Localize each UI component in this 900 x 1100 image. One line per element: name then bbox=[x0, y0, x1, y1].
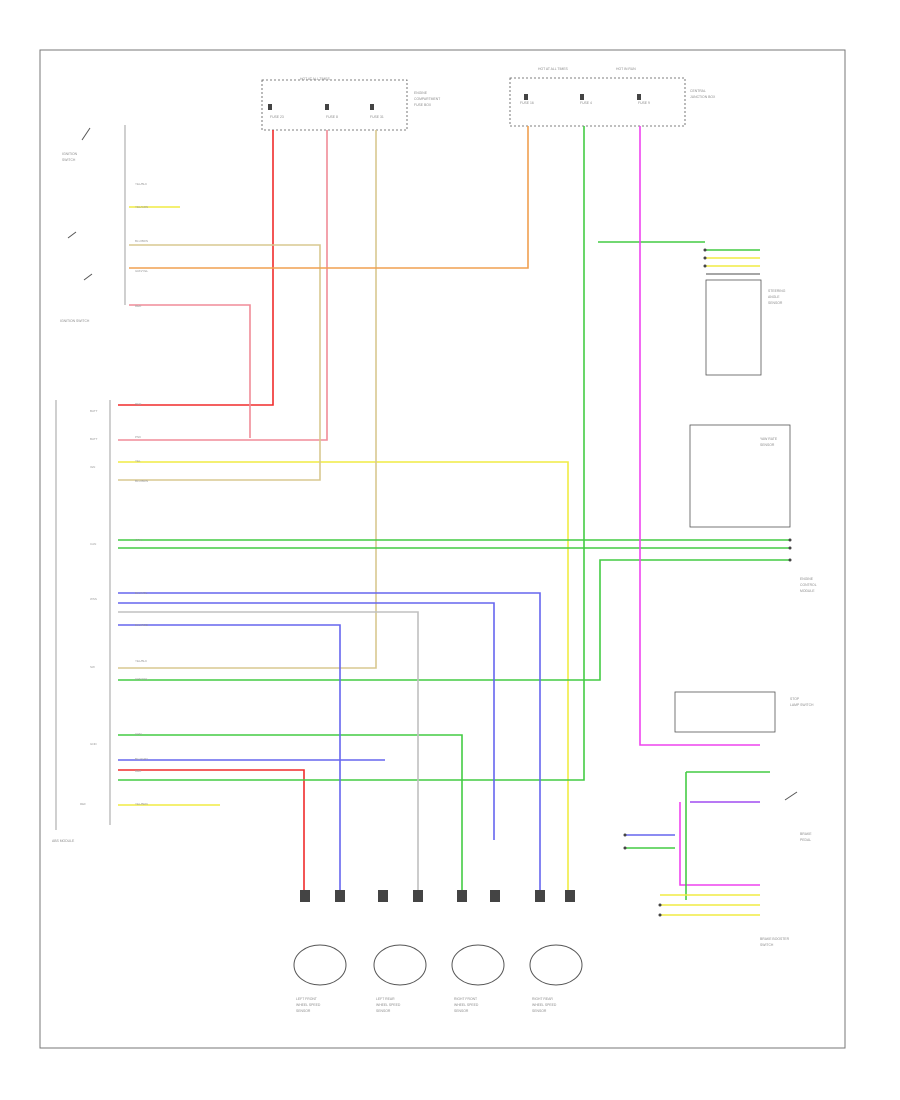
svg-text:ENGINE: ENGINE bbox=[800, 577, 814, 581]
yaw-rate-sensor: YAW RATE SENSOR ENGINE CONTROL MODULE bbox=[689, 424, 817, 593]
svg-text:RED: RED bbox=[135, 402, 142, 406]
svg-text:PEDAL: PEDAL bbox=[800, 838, 811, 842]
stop-lamp-switch: STOP LAMP SWITCH BRAKE PEDAL BRAKE BOOST… bbox=[674, 691, 814, 947]
fuse-8-icon bbox=[325, 104, 329, 110]
svg-text:COMPARTMENT: COMPARTMENT bbox=[414, 97, 440, 101]
svg-text:SENSOR: SENSOR bbox=[376, 1009, 391, 1013]
svg-text:FUSE 23: FUSE 23 bbox=[270, 115, 284, 119]
svg-text:BATT: BATT bbox=[90, 409, 98, 413]
svg-text:BLU/BRN: BLU/BRN bbox=[135, 479, 148, 483]
svg-text:RIGHT FRONT: RIGHT FRONT bbox=[454, 997, 477, 1001]
svg-text:HOT IN RUN: HOT IN RUN bbox=[616, 67, 636, 71]
wire-color-labels: YEL/BLK YEL/GRN BLU/BRN GRN/YEL RED RED … bbox=[135, 182, 149, 806]
svg-text:SENSOR: SENSOR bbox=[296, 1009, 311, 1013]
svg-text:GRN/YEL: GRN/YEL bbox=[135, 677, 149, 681]
svg-text:MODULE: MODULE bbox=[800, 589, 815, 593]
svg-text:LEFT FRONT: LEFT FRONT bbox=[296, 997, 317, 1001]
svg-text:STEERING: STEERING bbox=[768, 289, 786, 293]
svg-text:RIGHT REAR: RIGHT REAR bbox=[532, 997, 553, 1001]
svg-text:CENTRAL: CENTRAL bbox=[690, 89, 706, 93]
svg-text:BATT: BATT bbox=[90, 437, 98, 441]
svg-text:LAMP SWITCH: LAMP SWITCH bbox=[790, 703, 814, 707]
brake-fluid-sensor: STEERING ANGLE SENSOR bbox=[705, 279, 786, 376]
wheel-sensor-right-front: RIGHT FRONT WHEEL SPEED SENSOR bbox=[451, 890, 505, 1013]
svg-text:RED: RED bbox=[135, 769, 142, 773]
svg-text:YEL/BLK: YEL/BLK bbox=[135, 182, 147, 186]
svg-text:SENSOR: SENSOR bbox=[760, 443, 775, 447]
svg-text:SENSOR: SENSOR bbox=[768, 301, 783, 305]
wheel-sensor-left-front: LEFT FRONT WHEEL SPEED SENSOR bbox=[293, 890, 347, 1013]
svg-text:LEFT REAR: LEFT REAR bbox=[376, 997, 395, 1001]
ignition-switch-area: IGNITION SWITCH IGNITION SWITCH bbox=[60, 125, 126, 323]
svg-text:REF: REF bbox=[80, 802, 86, 806]
fuse-16-icon bbox=[524, 94, 528, 100]
svg-text:BLU/GRY: BLU/GRY bbox=[135, 757, 148, 761]
svg-text:IGNITION: IGNITION bbox=[62, 152, 78, 156]
svg-text:ABS MODULE: ABS MODULE bbox=[52, 839, 75, 843]
svg-text:CAN: CAN bbox=[90, 542, 96, 546]
svg-text:GRN/YEL: GRN/YEL bbox=[135, 269, 149, 273]
fuse-23-icon bbox=[268, 104, 272, 110]
svg-text:CONTROL: CONTROL bbox=[800, 583, 817, 587]
wheel-sensor-right-rear: RIGHT REAR WHEEL SPEED SENSOR bbox=[529, 890, 583, 1013]
svg-text:FUSE 16: FUSE 16 bbox=[520, 101, 534, 105]
svg-text:BRAKE BOOSTER: BRAKE BOOSTER bbox=[760, 937, 790, 941]
fuse-4-icon bbox=[580, 94, 584, 100]
svg-text:GND: GND bbox=[90, 742, 98, 746]
svg-text:BLU/RED: BLU/RED bbox=[135, 623, 149, 627]
svg-text:SENSOR: SENSOR bbox=[532, 1009, 547, 1013]
svg-text:SWITCH: SWITCH bbox=[62, 158, 76, 162]
svg-text:BLU/BRN: BLU/BRN bbox=[135, 239, 148, 243]
svg-text:PNK: PNK bbox=[135, 435, 141, 439]
svg-text:FUSE BOX: FUSE BOX bbox=[414, 103, 432, 107]
svg-text:YAW RATE: YAW RATE bbox=[760, 437, 778, 441]
diagram-frame bbox=[39, 49, 846, 1049]
svg-text:HOT AT ALL TIMES: HOT AT ALL TIMES bbox=[538, 67, 569, 71]
svg-text:FUSE 31: FUSE 31 bbox=[370, 115, 384, 119]
svg-text:ANGLE: ANGLE bbox=[768, 295, 780, 299]
svg-text:YEL/BLK: YEL/BLK bbox=[135, 659, 147, 663]
svg-text:YEL: YEL bbox=[135, 459, 141, 463]
svg-text:ENGINE: ENGINE bbox=[414, 91, 428, 95]
svg-text:WHEEL SPEED: WHEEL SPEED bbox=[376, 1003, 401, 1007]
connector-markers bbox=[623, 248, 792, 917]
svg-text:JUNCTION BOX: JUNCTION BOX bbox=[690, 95, 716, 99]
svg-text:GRN: GRN bbox=[135, 538, 142, 542]
svg-text:SENSOR: SENSOR bbox=[454, 1009, 469, 1013]
svg-text:IGN: IGN bbox=[90, 465, 95, 469]
svg-text:GRN: GRN bbox=[135, 732, 142, 736]
fuse-9-icon bbox=[637, 94, 641, 100]
wheel-sensor-left-rear: LEFT REAR WHEEL SPEED SENSOR bbox=[373, 890, 427, 1013]
svg-text:FUSE 9: FUSE 9 bbox=[638, 101, 650, 105]
svg-text:WHEEL SPEED: WHEEL SPEED bbox=[296, 1003, 321, 1007]
svg-text:STOP: STOP bbox=[790, 697, 800, 701]
svg-text:HOT AT ALL TIMES: HOT AT ALL TIMES bbox=[300, 77, 331, 81]
svg-text:FUSE 8: FUSE 8 bbox=[326, 115, 338, 119]
svg-text:WSS: WSS bbox=[90, 597, 97, 601]
svg-text:YEL/BRN: YEL/BRN bbox=[135, 802, 148, 806]
svg-text:IGNITION SWITCH: IGNITION SWITCH bbox=[60, 319, 90, 323]
svg-text:BRAKE: BRAKE bbox=[800, 832, 812, 836]
svg-text:BLU/YEL: BLU/YEL bbox=[135, 591, 148, 595]
svg-text:SW: SW bbox=[90, 665, 95, 669]
svg-text:WHEEL SPEED: WHEEL SPEED bbox=[532, 1003, 557, 1007]
svg-text:WHEEL SPEED: WHEEL SPEED bbox=[454, 1003, 479, 1007]
fuse-31-icon bbox=[370, 104, 374, 110]
svg-text:SWITCH: SWITCH bbox=[760, 943, 774, 947]
abs-control-module: ABS MODULE BATT BATT IGN CAN WSS SW GND … bbox=[52, 400, 111, 843]
svg-text:YEL/GRN: YEL/GRN bbox=[135, 205, 148, 209]
fuse-block-right: HOT AT ALL TIMES HOT IN RUN FUSE 16 FUSE… bbox=[509, 67, 716, 127]
fuse-block-left: HOT AT ALL TIMES FUSE 23 FUSE 8 FUSE 31 … bbox=[261, 77, 440, 131]
svg-text:RED: RED bbox=[135, 304, 142, 308]
svg-text:FUSE 4: FUSE 4 bbox=[580, 101, 592, 105]
